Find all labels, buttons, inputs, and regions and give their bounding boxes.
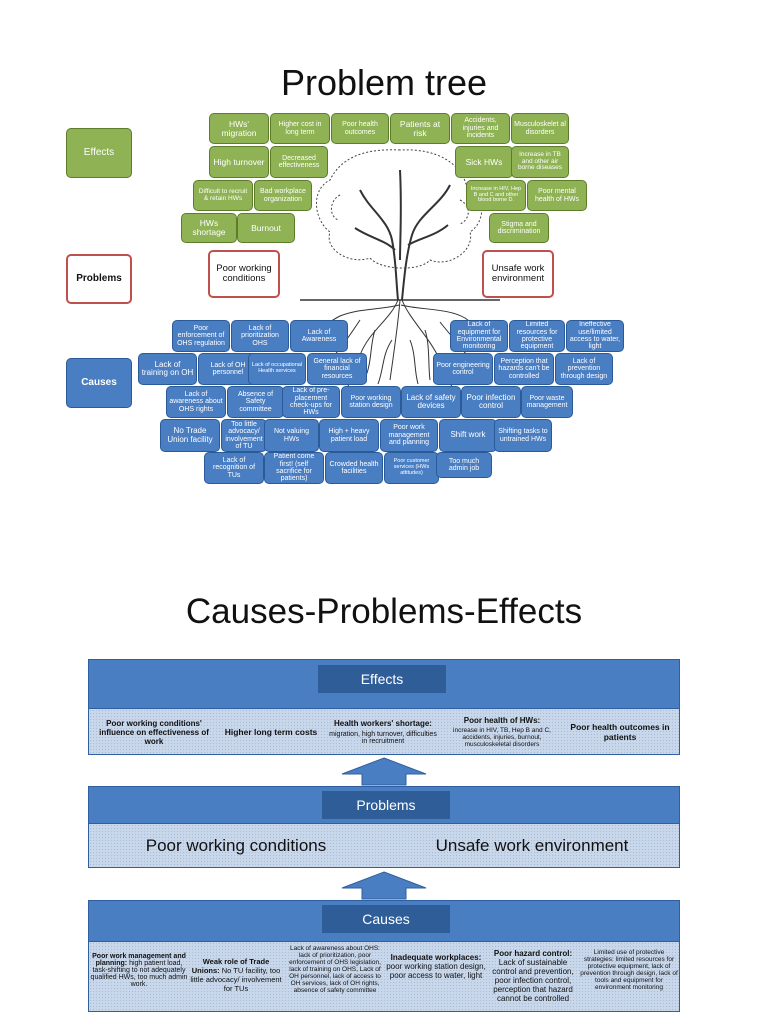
effect-box: Difficult to recruit & retain HWs (193, 180, 253, 211)
cause-box: Poor working station design (341, 386, 401, 418)
causes-strip (88, 942, 680, 1012)
up-arrow-icon (341, 757, 427, 786)
effect-box: Sick HWs (455, 146, 513, 178)
cause-box: Crowded health facilities (325, 452, 383, 484)
cause-cell: Inadequate workplaces: poor working stat… (386, 953, 486, 980)
cause-box: Not valuing HWs (264, 419, 319, 452)
cause-box: High + heavy patient load (319, 419, 379, 452)
cause-box: Lack of equipment for Environmental moni… (450, 320, 508, 352)
cause-box: Shift work (439, 419, 497, 452)
effect-box: High turnover (209, 146, 269, 178)
up-arrow-icon (341, 871, 427, 900)
problem-box: Unsafe work environment (482, 250, 554, 298)
effect-box: Increase in TB and other air borne disea… (511, 146, 569, 178)
cause-box: General lack of financial resources (307, 353, 367, 385)
cause-box: Too much admin job (436, 452, 492, 478)
cause-box: Absence of Safety committee (227, 386, 284, 418)
cause-box: No Trade Union facility (160, 419, 220, 452)
cause-box: Lack of safety devices (401, 386, 461, 418)
cause-box: Lack of training on OH (138, 353, 197, 385)
cause-box: Poor enforcement of OHS regulation (172, 320, 230, 352)
cause-box: Lack of pre-placement check-ups for HWs (282, 386, 340, 418)
cpe-title: Causes-Problems-Effects (185, 592, 583, 631)
effect-box: Burnout (237, 213, 295, 243)
effects-band-title: Effects (318, 665, 446, 693)
cause-cell: Limited use of protective strategies: li… (580, 949, 678, 991)
cause-box: Perception that hazards can't be control… (494, 353, 554, 385)
cause-box: Lack of prioritization OHS (231, 320, 289, 352)
tree-illustration (300, 149, 500, 389)
causes-side-label: Causes (66, 358, 132, 408)
cause-box: Poor infection control (461, 386, 521, 418)
effect-box: Poor mental health of HWs (527, 180, 587, 211)
problems-strip (88, 824, 680, 868)
effects-side-label: Effects (66, 128, 132, 178)
cause-cell: Lack of awareness about OHS: lack of pri… (289, 945, 381, 994)
cause-box: Poor waste management (521, 386, 573, 418)
problem-box: Poor working conditions (208, 250, 280, 298)
effect-box: Higher cost in long term (270, 113, 330, 144)
cause-box: Patient come first! (self sacrifice for … (264, 452, 324, 484)
effect-cell: Health workers' shortage:migration, high… (329, 719, 437, 745)
cause-box: Too little advocacy/ involvement of TU (221, 419, 267, 452)
effect-box: Poor health outcomes (331, 113, 389, 144)
cause-cell: Poor hazard control: Lack of sustainable… (492, 949, 574, 1003)
effect-box: Decreased effectiveness (270, 146, 328, 178)
cause-box: Poor work management and planning (380, 419, 438, 452)
cause-box: Shifting tasks to untrained HWs (494, 419, 552, 452)
effect-cell: Poor health of HWs:increase in HIV, TB, … (453, 716, 551, 748)
cause-box: Ineffective use/limited access to water,… (566, 320, 624, 352)
problems-band-title: Problems (322, 791, 450, 819)
cause-box: Poor engineering control (433, 353, 493, 385)
effect-box: Bad workplace organization (254, 180, 312, 211)
cause-cell: Weak role of Trade Unions: No TU facilit… (190, 957, 282, 993)
effect-cell: Poor health outcomes in patients (570, 722, 670, 742)
effect-box: Patients at risk (390, 113, 450, 144)
effect-box: Musculoskelet al disorders (511, 113, 569, 144)
cause-cell: Poor work management and planning: high … (90, 953, 188, 988)
problems-side-label: Problems (66, 254, 132, 304)
cause-box: Limited resources for protective equipme… (509, 320, 565, 352)
effect-box: HWs' migration (209, 113, 269, 144)
effect-cell: Poor working conditions' influence on ef… (99, 718, 209, 746)
effects-strip (88, 709, 680, 755)
tree-title: Problem tree (280, 62, 488, 103)
problem-cell: Poor working conditions (145, 836, 327, 855)
cause-box: Lack of prevention through design (555, 353, 613, 385)
effect-box: Increase in HIV, Hep B and C and other b… (466, 180, 526, 211)
causes-band-title: Causes (322, 905, 450, 933)
cause-box: Lack of occupational Health services (248, 353, 306, 385)
effect-box: Accidents, injuries and incidents (451, 113, 510, 144)
effect-box: Stigma and discrimination (489, 213, 549, 243)
effect-box: HWs shortage (181, 213, 237, 243)
problem-cell: Unsafe work environment (435, 836, 629, 855)
effect-cell: Higher long term costs (224, 727, 318, 737)
cause-box: Lack of awareness about OHS rights (166, 386, 226, 418)
cause-box: Lack of recognition of TUs (204, 452, 264, 484)
cause-box: Poor customer services (HWs attitudes) (384, 452, 439, 484)
cause-box: Lack of Awareness (290, 320, 348, 352)
